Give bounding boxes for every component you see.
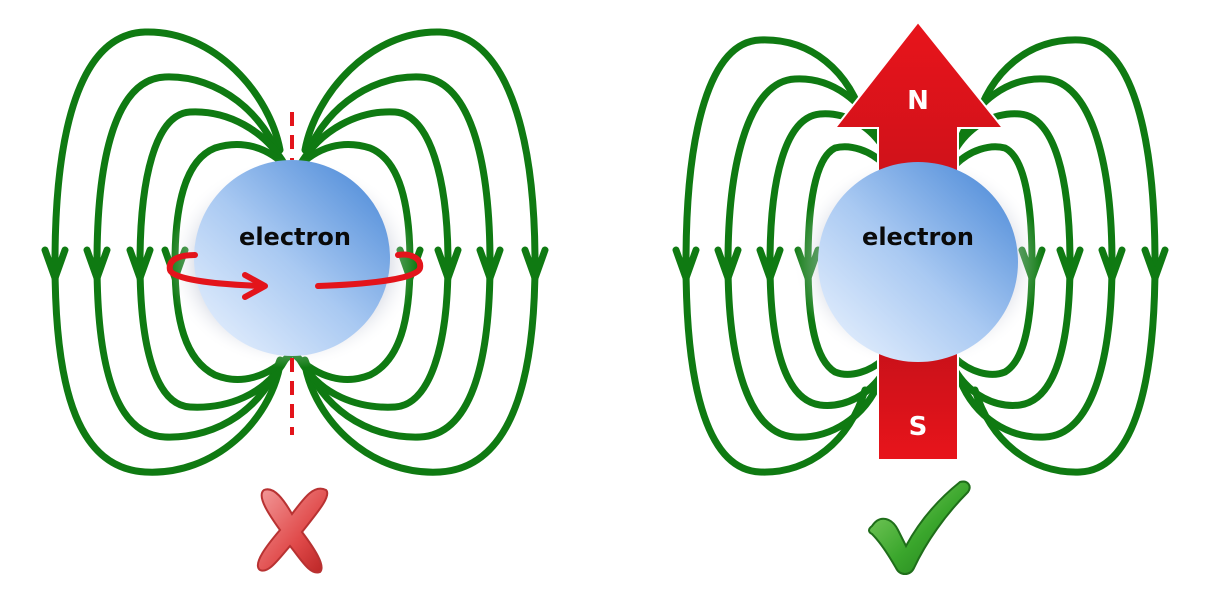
field-line — [301, 28, 539, 476]
field-line — [136, 108, 289, 411]
field-arrowhead — [126, 246, 154, 289]
field-arrowhead — [1141, 246, 1169, 289]
green-check-icon — [868, 480, 971, 575]
north-pole-label: N — [907, 86, 929, 116]
field-line — [956, 75, 1116, 441]
field-line — [93, 73, 284, 441]
field-line — [971, 36, 1159, 476]
field-arrowhead — [1056, 246, 1084, 289]
field-line — [951, 110, 1074, 409]
field-arrowhead — [756, 246, 784, 289]
field-line — [766, 110, 889, 409]
field-arrowhead — [672, 246, 700, 289]
field-arrowhead — [1098, 246, 1126, 289]
field-arrowhead — [476, 246, 504, 289]
right-field-lines — [672, 36, 1169, 476]
field-line — [724, 75, 884, 441]
field-line — [296, 108, 452, 411]
south-pole-label: S — [909, 412, 928, 442]
field-arrowhead — [83, 246, 111, 289]
right-electron-label: electron — [862, 223, 974, 251]
right-panel: electron N S — [672, 20, 1169, 575]
left-electron-sphere — [194, 160, 390, 356]
field-line — [682, 36, 869, 476]
field-line — [301, 73, 494, 441]
spin-arrow — [166, 251, 424, 300]
left-panel: electron — [41, 28, 549, 574]
right-electron-sphere — [818, 162, 1018, 362]
field-arrowhead — [521, 246, 549, 289]
field-line — [51, 28, 284, 476]
field-arrowhead — [714, 246, 742, 289]
field-arrowhead — [41, 246, 69, 289]
field-arrowhead — [434, 246, 462, 289]
left-electron-label: electron — [239, 223, 351, 251]
red-cross-icon — [257, 487, 329, 574]
